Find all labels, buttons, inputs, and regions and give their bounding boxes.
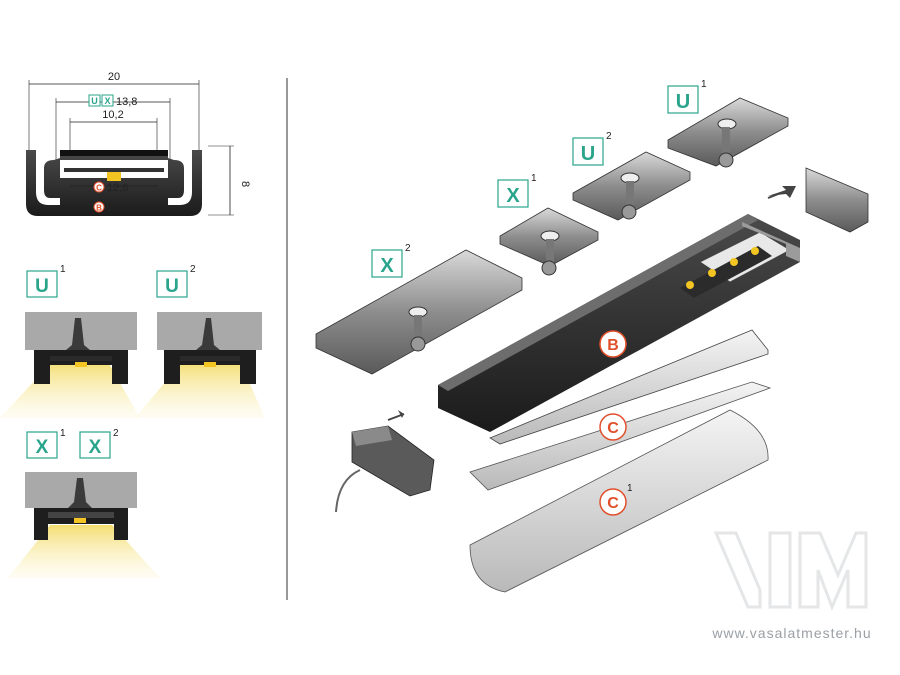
watermark: www.vasalatmester.hu [711, 531, 871, 641]
diffuser-c-letter: C [607, 420, 619, 437]
cross-section-dimensions: 20 U X 13,8 10,2 8 C 12,6 B 15,6 [26, 71, 251, 216]
diffuser-b: B [489, 329, 769, 445]
end-cap-right [767, 167, 869, 233]
diffuser-b-letter: B [607, 337, 619, 354]
variant-x1-letter: X [36, 437, 49, 458]
clip-u1: U 1 [667, 79, 789, 168]
variant-x2-sup: 2 [113, 428, 119, 439]
exploded-view: U 1 U 2 X 1 X [315, 79, 869, 593]
dim-badge-c: C [96, 184, 102, 193]
watermark-url: www.vasalatmester.hu [711, 625, 871, 641]
clip-x2-letter: X [380, 255, 394, 277]
variant-x1-sup: 1 [60, 428, 66, 439]
clip-x2-sup: 2 [405, 243, 411, 254]
clip-u2: U 2 [572, 131, 691, 221]
dim-inner-ux: 13,8 [116, 96, 137, 108]
dim-c-width: 12,6 [107, 182, 128, 194]
variant-u2-letter: U [165, 276, 179, 297]
watermark-logo [713, 531, 868, 611]
clip-x1-sup: 1 [531, 173, 537, 184]
dim-badge-b: B [96, 204, 102, 213]
clip-u2-sup: 2 [606, 131, 612, 142]
clip-u1-sup: 1 [701, 79, 707, 90]
end-cap-left [335, 410, 435, 513]
variant-x2-letter: X [89, 437, 102, 458]
variant-x: X 1 X 2 [8, 428, 160, 578]
dim-width-total: 20 [108, 71, 120, 83]
variant-u2: U 2 [135, 264, 265, 418]
diffuser-c1-sup: 1 [627, 483, 633, 494]
variant-u1-letter: U [35, 276, 49, 297]
clip-x2: X 2 [315, 243, 523, 375]
dim-height: 8 [239, 181, 251, 187]
clip-x1: X 1 [497, 173, 599, 276]
diffuser-c1: C 1 [469, 409, 769, 593]
clip-u1-letter: U [676, 91, 690, 113]
diffuser-c: C [469, 381, 772, 491]
led-profile [438, 214, 800, 432]
diffuser-c1-letter: C [607, 495, 619, 512]
dim-b-width: 15,6 [107, 202, 128, 214]
dim-inner-top: 10,2 [102, 109, 123, 121]
dim-badge-u: U [91, 96, 98, 106]
variant-u1: U 1 [0, 264, 140, 418]
dim-badge-x: X [104, 96, 110, 106]
clip-u2-letter: U [581, 143, 595, 165]
variant-u2-sup: 2 [190, 264, 196, 275]
variant-u1-sup: 1 [60, 264, 66, 275]
clip-x1-letter: X [506, 185, 520, 207]
